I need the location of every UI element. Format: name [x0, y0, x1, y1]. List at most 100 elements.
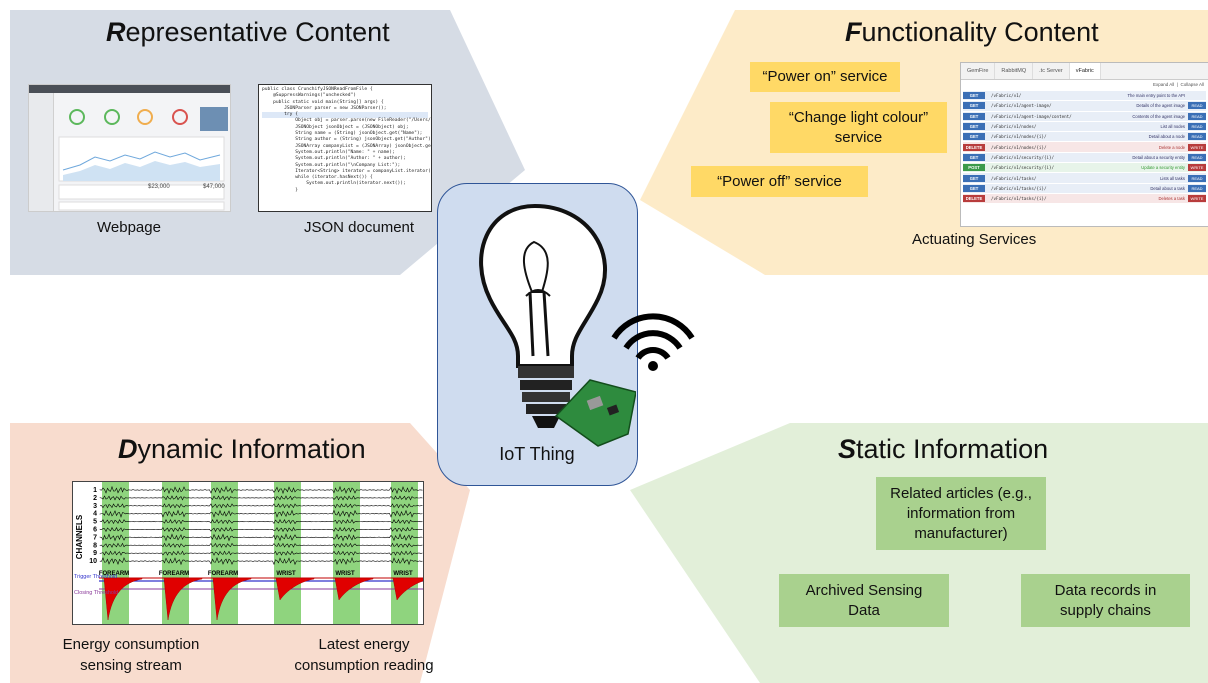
- api-method-badge: GET: [963, 112, 985, 120]
- api-description: The main entry point to the API: [1127, 93, 1186, 99]
- segment-label: WRIST: [335, 571, 355, 577]
- energy-stream-caption: Energy consumption sensing stream: [62, 636, 200, 674]
- channel-trace: [99, 509, 423, 518]
- api-method-badge: GET: [963, 174, 985, 182]
- api-row: GET/vFabric/v1/agent-image/content/Conte…: [963, 111, 1206, 121]
- code-line: System.out.println("Name: " + name);: [262, 149, 395, 155]
- api-description: Detail about a node: [1148, 134, 1185, 140]
- api-description: Details of the agent image: [1136, 103, 1185, 109]
- api-path: /vFabric/v1/tasks/{i}/: [991, 185, 1047, 191]
- channel-number: 10: [89, 558, 97, 565]
- trigger-threshold-label: Trigger Threshold: [74, 574, 117, 580]
- channel-trace: [99, 550, 423, 556]
- channel-trace: [99, 503, 423, 509]
- latest-reading-caption: Latest energy consumption reading: [294, 636, 434, 674]
- api-description: Detail about a task: [1150, 185, 1185, 191]
- api-tab: .tc Server: [1033, 63, 1070, 79]
- api-path: /vFabric/v1/security/{i}/: [991, 165, 1055, 171]
- api-tab: GemFire: [961, 63, 996, 79]
- webpage-caption: Webpage: [97, 219, 161, 236]
- api-permission-badge: READ: [1188, 153, 1206, 161]
- code-line: String name = (String) jsonObject.get("N…: [262, 131, 423, 137]
- code-line: System.out.println(iterator.next());: [262, 181, 406, 187]
- api-method-badge: GET: [963, 92, 985, 100]
- segment-label: WRIST: [393, 571, 413, 577]
- api-description: Deletes a task: [1158, 196, 1185, 202]
- static-title: Static Information: [838, 434, 1049, 464]
- channel-number: 3: [93, 503, 97, 510]
- service-change-light-colour: “Change light colour” service: [770, 102, 947, 153]
- api-path: /vFabric/v1/agent-image/: [991, 103, 1052, 109]
- api-path: /vFabric/v1/nodes/{i}/: [991, 144, 1047, 150]
- dashboard-graphics: [58, 107, 228, 211]
- energy-dip: [209, 577, 252, 621]
- api-description: Update a security entity: [1141, 165, 1185, 171]
- channel-trace: [99, 519, 423, 525]
- code-line: }: [262, 187, 298, 193]
- code-line: JSONObject jsonObject = (JSONObject) obj…: [262, 124, 409, 130]
- api-row: GET/vFabric/v1/agent-image/Details of th…: [963, 101, 1206, 111]
- api-path: /vFabric/v1/nodes/: [991, 124, 1037, 130]
- channel-number: 8: [93, 542, 97, 549]
- json-caption: JSON document: [304, 219, 415, 236]
- channel-number: 7: [93, 534, 97, 541]
- api-permission-badge: WRITE: [1188, 164, 1206, 172]
- light-bulb-icon: [479, 203, 636, 447]
- energy-dip: [100, 577, 143, 621]
- channel-trace: [99, 495, 423, 501]
- api-permission-badge: READ: [1188, 112, 1206, 120]
- api-method-badge: GET: [963, 133, 985, 141]
- code-line: public static void main(String[] args) {: [262, 99, 384, 105]
- closing-threshold-label: Closing Threshold: [74, 590, 118, 596]
- api-method-badge: GET: [963, 184, 985, 192]
- code-line: @SuppressWarnings("unchecked"): [262, 93, 357, 99]
- channel-trace: [99, 526, 423, 533]
- api-path: /vFabric/v1/security/{i}/: [991, 154, 1055, 160]
- channel-number: 9: [93, 550, 97, 557]
- api-row: DELETE/vFabric/v1/nodes/{i}/Delete a nod…: [963, 142, 1206, 152]
- api-description: List all nodes: [1160, 124, 1185, 130]
- code-line: String author = (String) jsonObject.get(…: [262, 137, 432, 143]
- api-path: /vFabric/v1/tasks/{i}/: [991, 196, 1047, 202]
- api-path: /vFabric/v1/tasks/: [991, 175, 1037, 181]
- api-row: POST/vFabric/v1/security/{i}/Update a se…: [963, 163, 1206, 173]
- api-row: GET/vFabric/v1/The main entry point to t…: [963, 91, 1206, 101]
- webpage-value-2: $47,000: [203, 184, 225, 190]
- actuating-services-caption: Actuating Services: [912, 231, 1037, 248]
- code-line: JSONArray companyList = (JSONArray) json…: [295, 143, 431, 149]
- archived-sensing-data-box: Archived Sensing Data: [779, 574, 949, 627]
- api-tab: RabbitMQ: [995, 63, 1034, 79]
- api-description: Lists all tasks: [1160, 175, 1185, 181]
- webpage-thumbnail: $23,000 $47,000: [28, 84, 231, 212]
- representative-title: Representative Content: [106, 17, 390, 47]
- activity-band: [391, 482, 418, 624]
- api-path: /vFabric/v1/nodes/{i}/: [991, 134, 1047, 140]
- energy-dip: [272, 577, 315, 601]
- api-permission-badge: WRITE: [1188, 143, 1206, 151]
- api-rows: GET/vFabric/v1/The main entry point to t…: [961, 91, 1208, 204]
- api-path: /vFabric/v1/agent-image/content/: [991, 113, 1072, 119]
- activity-band: [333, 482, 360, 624]
- code-line: Object obj = parser.parse(new FileReader…: [295, 118, 431, 124]
- api-toolbar: Expand All | Collapse All: [1153, 82, 1204, 87]
- api-method-badge: GET: [963, 153, 985, 161]
- segment-label: FOREARM: [208, 571, 238, 577]
- api-description: Contents of the agent image: [1132, 113, 1185, 119]
- api-permission-badge: WRITE: [1188, 195, 1206, 203]
- api-tab: vFabric: [1069, 63, 1101, 79]
- channel-trace: [99, 533, 423, 542]
- api-permission-badge: READ: [1188, 102, 1206, 110]
- activity-band: [102, 482, 129, 624]
- wifi-icon: [611, 313, 695, 371]
- functionality-title: Functionality Content: [845, 17, 1099, 47]
- api-permission-badge: READ: [1188, 174, 1206, 182]
- channel-number: 2: [93, 495, 97, 502]
- service-power-on: “Power on” service: [750, 62, 900, 92]
- channel-number: 6: [93, 527, 97, 534]
- channel-trace: [99, 542, 423, 548]
